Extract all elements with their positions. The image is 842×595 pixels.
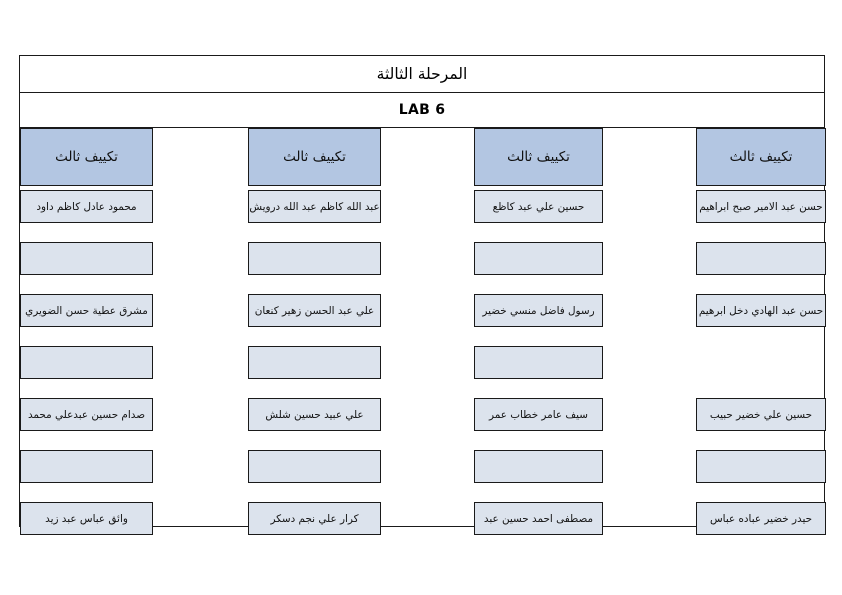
student-cell[interactable] <box>248 346 381 379</box>
student-cell-empty <box>696 346 826 379</box>
student-cell[interactable]: علي عبيد حسين شلش <box>248 398 381 431</box>
student-cell[interactable] <box>474 242 603 275</box>
student-cell[interactable]: حسين علي عبد كاظع <box>474 190 603 223</box>
group-header-label: تكييف ثالث <box>729 149 793 165</box>
student-cell[interactable]: سيف عامر خطاب عمر <box>474 398 603 431</box>
student-cell[interactable]: حسن عبد الهادي دخل ابرهيم <box>696 294 826 327</box>
group-header-1: تكييف ثالث <box>20 128 153 186</box>
student-cell[interactable]: حسن عبد الامير صبح ابراهيم <box>696 190 826 223</box>
student-cell[interactable] <box>20 450 153 483</box>
student-cell[interactable]: حسين علي خضير حبيب <box>696 398 826 431</box>
group-header-3: تكييف ثالث <box>474 128 603 186</box>
student-name: حسين علي خضير حبيب <box>709 408 813 421</box>
group-column-4: تكييف ثالث حسن عبد الامير صبح ابراهيم حس… <box>696 128 826 535</box>
student-cell[interactable] <box>696 242 826 275</box>
group-header-2: تكييف ثالث <box>248 128 381 186</box>
student-name: وائق عباس عبد زيد <box>45 512 128 525</box>
student-name: مصطفى احمد حسين عبد <box>483 512 594 525</box>
group-header-4: تكييف ثالث <box>696 128 826 186</box>
student-name: رسول فاضل منسي خضير <box>482 304 595 317</box>
student-name: محمود عادل كاظم داود <box>36 200 137 213</box>
group-column-3: تكييف ثالث حسين علي عبد كاظع رسول فاضل م… <box>474 128 603 535</box>
schedule-table: المرحلة الثالثة LAB 6 تكييف ثالث محمود ع… <box>19 55 826 535</box>
student-cell[interactable]: صدام حسين عبدعلي محمد <box>20 398 153 431</box>
group-column-1: تكييف ثالث محمود عادل كاظم داود مشرق عطي… <box>20 128 153 535</box>
group-column-2: تكييف ثالث عبد الله كاظم عبد الله درويش … <box>248 128 381 535</box>
student-name: حسين علي عبد كاظع <box>492 200 585 213</box>
student-name: عبد الله كاظم عبد الله درويش <box>249 200 380 213</box>
student-name: سيف عامر خطاب عمر <box>488 408 588 421</box>
student-cell[interactable]: حيدر خضير عباده عباس <box>696 502 826 535</box>
student-cell[interactable]: كرار علي نجم دسكر <box>248 502 381 535</box>
student-cell[interactable] <box>696 450 826 483</box>
student-cell[interactable]: مشرق عطية حسن الضويري <box>20 294 153 327</box>
student-cell[interactable] <box>248 450 381 483</box>
student-cell[interactable]: محمود عادل كاظم داود <box>20 190 153 223</box>
student-cell[interactable]: مصطفى احمد حسين عبد <box>474 502 603 535</box>
student-name: علي عبيد حسين شلش <box>265 408 364 421</box>
student-name: صدام حسين عبدعلي محمد <box>27 408 146 421</box>
table-lab-row: LAB 6 <box>20 93 824 128</box>
student-name: حسن عبد الهادي دخل ابرهيم <box>698 304 824 317</box>
student-cell[interactable] <box>474 346 603 379</box>
student-name: حيدر خضير عباده عباس <box>710 512 812 525</box>
group-header-label: تكييف ثالث <box>55 149 118 165</box>
student-cell[interactable] <box>20 242 153 275</box>
student-cell[interactable]: رسول فاضل منسي خضير <box>474 294 603 327</box>
group-header-label: تكييف ثالث <box>283 149 346 165</box>
student-cell[interactable]: وائق عباس عبد زيد <box>20 502 153 535</box>
lab-label: LAB 6 <box>398 102 446 118</box>
groups-grid: تكييف ثالث محمود عادل كاظم داود مشرق عطي… <box>20 128 826 535</box>
student-cell[interactable] <box>248 242 381 275</box>
student-cell[interactable]: عبد الله كاظم عبد الله درويش <box>248 190 381 223</box>
table-title-row: المرحلة الثالثة <box>20 56 824 93</box>
student-name: علي عبد الحسن زهير كنعان <box>254 304 375 317</box>
student-cell[interactable] <box>474 450 603 483</box>
group-header-label: تكييف ثالث <box>507 149 570 165</box>
student-name: كرار علي نجم دسكر <box>270 512 359 525</box>
student-name: مشرق عطية حسن الضويري <box>25 304 148 317</box>
page-title: المرحلة الثالثة <box>376 65 468 83</box>
student-cell[interactable] <box>20 346 153 379</box>
student-cell[interactable]: علي عبد الحسن زهير كنعان <box>248 294 381 327</box>
student-name: حسن عبد الامير صبح ابراهيم <box>699 200 823 213</box>
